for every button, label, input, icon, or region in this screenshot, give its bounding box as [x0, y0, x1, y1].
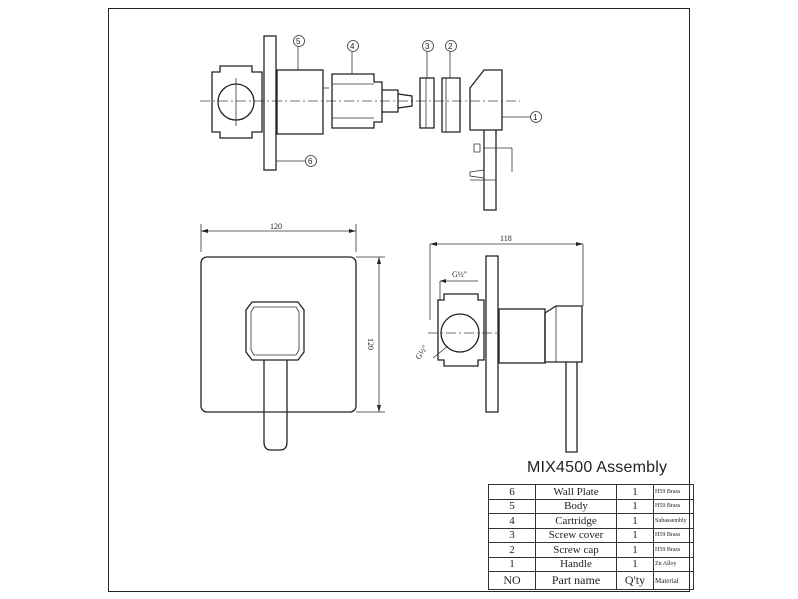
cartridge-spindle	[397, 93, 413, 109]
table-row: 2 Screw cap 1 H59 Brass	[488, 542, 694, 558]
callout-2: 2	[448, 42, 453, 51]
callout-3: 3	[425, 42, 430, 51]
bom-material: H59 Brass	[653, 527, 694, 543]
side-view: 118 G½" G½"	[414, 234, 584, 453]
part-cartridge	[331, 73, 383, 129]
bom-part: Handle	[535, 556, 617, 572]
side-thread-top: G½"	[452, 270, 467, 279]
part-handle-lever	[483, 130, 497, 211]
bom-material: H59 Brass	[653, 498, 694, 514]
bom-part: Screw cover	[535, 527, 617, 543]
part-screw-cap	[441, 77, 461, 133]
part-body	[276, 69, 324, 135]
bom-no: 6	[488, 484, 536, 500]
bom-header-no: NO	[488, 571, 536, 590]
callout-bubble-3	[422, 40, 434, 52]
bom-no: 3	[488, 527, 536, 543]
front-wall-plate	[200, 256, 357, 413]
drawing-frame	[108, 8, 690, 592]
bom-material: H59 Brass	[653, 542, 694, 558]
bom-qty: 1	[616, 513, 654, 529]
bom-qty: 1	[616, 498, 654, 514]
part-handle-head	[469, 69, 503, 131]
side-handle-head	[544, 305, 583, 363]
bom-material: Subassembly	[653, 513, 694, 529]
bom-header-qty: Q'ty	[616, 571, 654, 590]
side-depth-dimension: 118	[500, 234, 512, 243]
bom-part: Cartridge	[535, 513, 617, 529]
front-width-dimension: 120	[270, 222, 282, 231]
part-wall-plate	[263, 35, 277, 171]
side-handle-lever	[565, 362, 578, 453]
side-inlet-block	[437, 293, 485, 367]
side-wall-plate	[485, 255, 499, 413]
table-row: 6 Wall Plate 1 H59 Brass	[488, 484, 694, 500]
part-screw-cover	[419, 77, 435, 129]
bom-qty: 1	[616, 527, 654, 543]
front-handle-lever	[263, 360, 288, 451]
bom-qty: 1	[616, 542, 654, 558]
bom-header-material: Material	[653, 571, 694, 590]
bill-of-materials-table: 6 Wall Plate 1 H59 Brass 5 Body 1 H59 Br…	[488, 484, 694, 590]
assembly-title: MIX4500 Assembly	[527, 459, 668, 476]
side-body	[498, 308, 546, 364]
callout-6: 6	[308, 157, 313, 166]
callout-bubble-6	[305, 155, 317, 167]
front-height-dimension: 120	[366, 338, 375, 350]
table-row: 1 Handle 1 Zn Alloy	[488, 556, 694, 572]
front-handle-head	[245, 301, 305, 361]
cartridge-stem	[382, 89, 399, 113]
callout-4: 4	[350, 42, 355, 51]
exploded-view	[200, 35, 520, 211]
bom-part: Wall Plate	[535, 484, 617, 500]
bom-part: Body	[535, 498, 617, 514]
callout-5: 5	[296, 37, 301, 46]
side-thread-side: G½"	[414, 344, 430, 361]
table-header-row: NO Part name Q'ty Material	[488, 571, 694, 590]
callout-bubble-5	[293, 35, 305, 47]
bom-no: 1	[488, 556, 536, 572]
bom-material: Zn Alloy	[653, 556, 694, 572]
bom-no: 4	[488, 513, 536, 529]
table-row: 5 Body 1 H59 Brass	[488, 498, 694, 514]
callout-1: 1	[533, 113, 538, 122]
bom-no: 5	[488, 498, 536, 514]
front-view: 120 120	[200, 222, 385, 451]
bom-no: 2	[488, 542, 536, 558]
bom-material: H59 Brass	[653, 484, 694, 500]
table-row: 3 Screw cover 1 H59 Brass	[488, 527, 694, 543]
callout-bubble-4	[347, 40, 359, 52]
bom-qty: 1	[616, 484, 654, 500]
callout-bubble-2	[445, 40, 457, 52]
callout-bubble-1	[530, 111, 542, 123]
bom-qty: 1	[616, 556, 654, 572]
body-inlet-block	[211, 65, 263, 139]
bom-header-part: Part name	[535, 571, 617, 590]
bom-part: Screw cap	[535, 542, 617, 558]
callouts: 5 4 3 2 1 6	[276, 35, 542, 167]
table-row: 4 Cartridge 1 Subassembly	[488, 513, 694, 529]
